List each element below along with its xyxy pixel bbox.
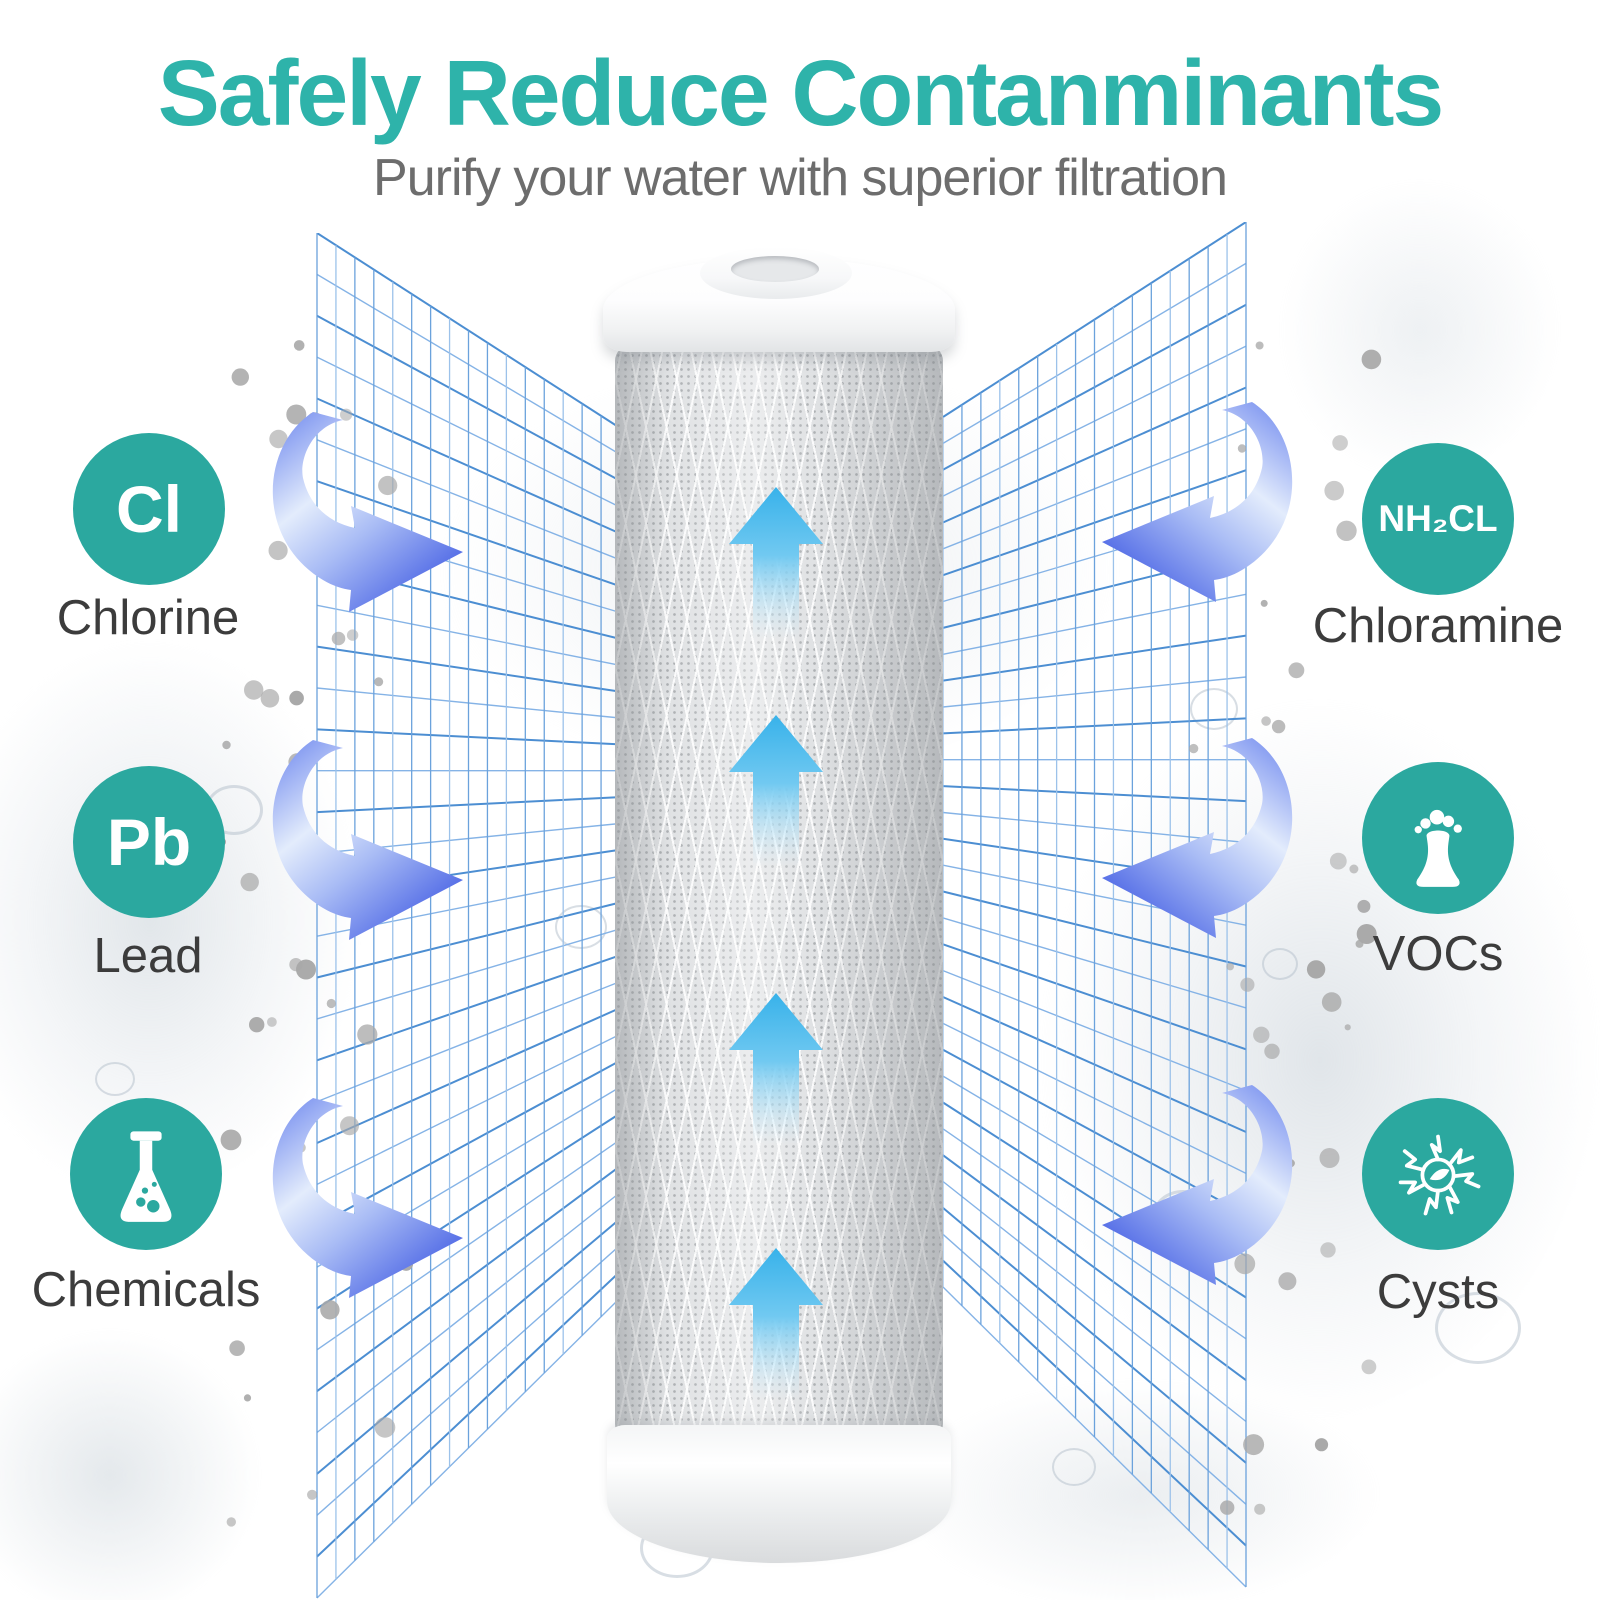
- factory-icon: [1414, 809, 1462, 887]
- water-droplet: [1052, 1448, 1096, 1486]
- upward-flow-arrow: [729, 993, 823, 1145]
- water-splash: [900, 1380, 1380, 1600]
- chloramine-symbol: NH₂CL: [1378, 498, 1498, 539]
- water-droplet: [1435, 1292, 1521, 1364]
- water-splash: [0, 1330, 260, 1600]
- page-title: Safely Reduce Contanminants: [157, 41, 1444, 145]
- flow-arrow-right-bottom: [1102, 1085, 1293, 1285]
- flow-arrow-left-top: [272, 412, 463, 612]
- contaminant-label-chloramine: Chloramine: [1312, 599, 1564, 653]
- contaminant-badge-chloramine: NH₂CL: [1362, 443, 1514, 595]
- contaminant-badge-cysts: [1362, 1098, 1514, 1250]
- filter-bottom-cap: [607, 1425, 951, 1563]
- water-droplet: [1190, 688, 1238, 730]
- upward-flow-arrow: [729, 1248, 823, 1400]
- contaminant-label-chlorine: Chlorine: [56, 591, 240, 645]
- contaminant-badge-vocs: [1362, 762, 1514, 914]
- water-splash: [1280, 180, 1560, 480]
- contaminant-label-cysts: Cysts: [1376, 1265, 1500, 1319]
- contaminant-label-lead: Lead: [93, 929, 203, 983]
- contaminant-badge-lead: Pb: [73, 766, 225, 918]
- page-subtitle: Purify your water with superior filtrati…: [373, 149, 1228, 207]
- contaminant-label-vocs: VOCs: [1372, 927, 1504, 981]
- contaminant-badge-chemicals: [70, 1098, 222, 1250]
- upward-flow-arrow: [729, 715, 823, 867]
- water-droplet: [1262, 948, 1298, 980]
- water-droplet: [95, 1062, 135, 1096]
- lead-symbol: Pb: [106, 805, 192, 879]
- germ-icon: [1398, 1134, 1481, 1216]
- contaminant-badge-chlorine: Cl: [73, 433, 225, 585]
- flask-icon: [120, 1131, 172, 1222]
- water-droplet: [555, 905, 607, 949]
- flow-arrow-right-top: [1102, 402, 1293, 602]
- filter-top-opening: [731, 256, 819, 282]
- contaminant-label-chemicals: Chemicals: [31, 1263, 261, 1317]
- flow-arrow-left-middle: [272, 740, 463, 940]
- chlorine-symbol: Cl: [116, 472, 182, 546]
- upward-flow-arrow: [729, 487, 823, 639]
- flow-arrow-right-middle: [1102, 738, 1293, 938]
